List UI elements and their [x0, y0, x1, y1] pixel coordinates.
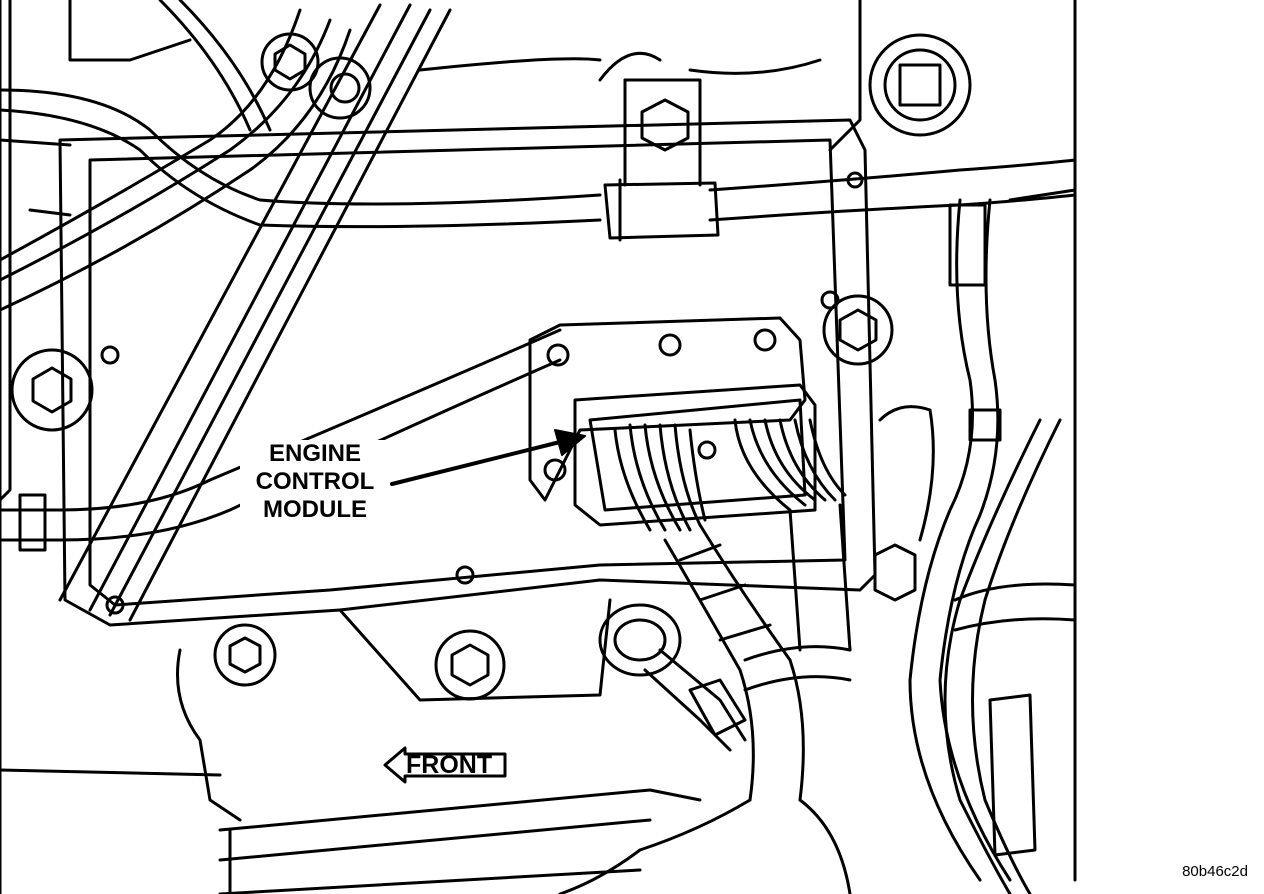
ecm-connector	[528, 316, 817, 527]
wiring-loom-upper	[0, 0, 1077, 312]
callout-line-1: ENGINE	[268, 440, 361, 467]
taped-harness	[558, 503, 852, 894]
lower-bracket	[218, 598, 702, 894]
callout-line-2: CONTROL	[255, 468, 375, 495]
diagonal-rails	[0, 3, 562, 622]
ecm-housing	[58, 118, 877, 627]
engine-block	[0, 0, 1077, 894]
connector-wires	[613, 418, 847, 532]
front-direction-label: FRONT	[406, 751, 493, 779]
callout-arrow	[390, 429, 586, 486]
sensor-assembly	[598, 603, 747, 752]
mounting-bolts	[10, 32, 972, 701]
front-arrow	[383, 746, 507, 784]
right-components	[878, 198, 1077, 894]
engine-control-module-callout: ENGINE CONTROL MODULE	[240, 440, 390, 524]
callout-line-3: MODULE	[263, 496, 367, 523]
figure-code: 80b46c2d	[1182, 863, 1248, 880]
